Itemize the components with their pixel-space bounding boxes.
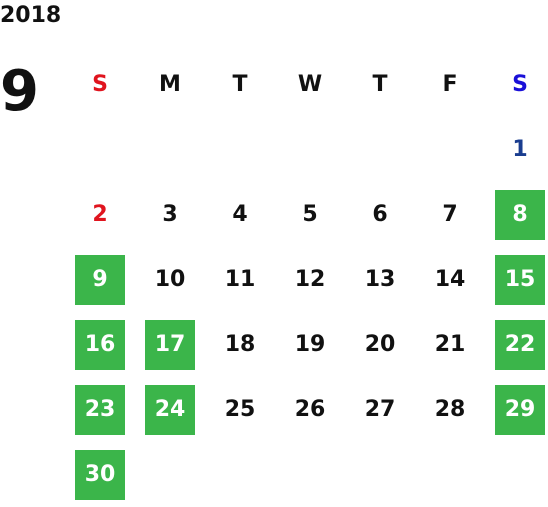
day-number: 8 <box>495 189 545 240</box>
weekday-saturday: S <box>512 72 528 97</box>
day-cell[interactable]: 19 <box>275 312 345 377</box>
day-number: 14 <box>434 267 466 292</box>
day-cell-empty <box>345 117 415 182</box>
calendar-grid: S M T W T F S 1 2 3 4 5 6 7 8 9 10 11 12… <box>65 52 548 507</box>
weekday-header: S M T W T F S <box>65 52 548 117</box>
day-cell[interactable]: 2 <box>65 182 135 247</box>
day-cell-highlighted[interactable]: 17 <box>135 312 205 377</box>
day-cell[interactable]: 6 <box>345 182 415 247</box>
day-cell-highlighted[interactable]: 30 <box>65 442 135 507</box>
day-number: 21 <box>434 332 466 357</box>
day-cell[interactable]: 7 <box>415 182 485 247</box>
day-number: 26 <box>294 397 326 422</box>
day-number: 15 <box>495 254 545 305</box>
day-cell[interactable]: 4 <box>205 182 275 247</box>
weekday-thursday: T <box>372 72 388 97</box>
day-cell-highlighted[interactable]: 29 <box>485 377 548 442</box>
day-cell[interactable]: 5 <box>275 182 345 247</box>
week-row: 30 <box>65 442 548 507</box>
day-number: 29 <box>495 384 545 435</box>
day-number: 1 <box>512 137 528 162</box>
day-number: 17 <box>145 319 195 370</box>
day-number: 10 <box>154 267 186 292</box>
day-cell[interactable]: 21 <box>415 312 485 377</box>
day-cell[interactable]: 13 <box>345 247 415 312</box>
day-cell-empty <box>415 442 485 507</box>
weekday-monday: M <box>159 72 181 97</box>
day-cell-highlighted[interactable]: 24 <box>135 377 205 442</box>
day-cell[interactable]: 28 <box>415 377 485 442</box>
week-row: 9 10 11 12 13 14 15 <box>65 247 548 312</box>
day-number: 20 <box>364 332 396 357</box>
day-number: 4 <box>232 202 248 227</box>
weekday-sunday: S <box>92 72 108 97</box>
day-number: 9 <box>75 254 125 305</box>
day-cell-empty <box>135 117 205 182</box>
day-number: 11 <box>224 267 256 292</box>
day-cell-highlighted[interactable]: 23 <box>65 377 135 442</box>
day-number: 23 <box>75 384 125 435</box>
weekday-tuesday: T <box>232 72 248 97</box>
day-cell[interactable]: 1 <box>485 117 548 182</box>
day-cell-highlighted[interactable]: 15 <box>485 247 548 312</box>
day-cell-highlighted[interactable]: 8 <box>485 182 548 247</box>
day-number: 18 <box>224 332 256 357</box>
day-cell-highlighted[interactable]: 16 <box>65 312 135 377</box>
day-cell-empty <box>275 117 345 182</box>
day-cell[interactable]: 11 <box>205 247 275 312</box>
day-number: 16 <box>75 319 125 370</box>
day-number: 3 <box>162 202 178 227</box>
day-cell[interactable]: 10 <box>135 247 205 312</box>
day-cell-empty <box>135 442 205 507</box>
day-cell[interactable]: 3 <box>135 182 205 247</box>
day-cell[interactable]: 27 <box>345 377 415 442</box>
weekday-wednesday: W <box>297 72 323 97</box>
day-cell[interactable]: 25 <box>205 377 275 442</box>
day-cell[interactable]: 14 <box>415 247 485 312</box>
day-cell[interactable]: 12 <box>275 247 345 312</box>
week-row: 16 17 18 19 20 21 22 <box>65 312 548 377</box>
day-number: 13 <box>364 267 396 292</box>
day-number: 30 <box>75 449 125 500</box>
year-label: 2018 <box>0 3 62 28</box>
day-number: 25 <box>224 397 256 422</box>
day-cell-empty <box>65 117 135 182</box>
day-number: 24 <box>145 384 195 435</box>
day-cell-empty <box>275 442 345 507</box>
day-number: 19 <box>294 332 326 357</box>
day-number: 6 <box>372 202 388 227</box>
day-cell-empty <box>205 117 275 182</box>
week-row: 2 3 4 5 6 7 8 <box>65 182 548 247</box>
day-number: 2 <box>92 202 108 227</box>
day-number: 22 <box>495 319 545 370</box>
week-row: 1 <box>65 117 548 182</box>
day-cell[interactable]: 26 <box>275 377 345 442</box>
month-label: 9 <box>0 59 39 124</box>
day-cell-empty <box>345 442 415 507</box>
week-row: 23 24 25 26 27 28 29 <box>65 377 548 442</box>
day-cell-empty <box>205 442 275 507</box>
day-number: 12 <box>294 267 326 292</box>
day-cell[interactable]: 20 <box>345 312 415 377</box>
day-number: 5 <box>302 202 318 227</box>
day-cell-empty <box>415 117 485 182</box>
day-cell[interactable]: 18 <box>205 312 275 377</box>
day-cell-highlighted[interactable]: 22 <box>485 312 548 377</box>
day-number: 7 <box>442 202 458 227</box>
weekday-friday: F <box>442 72 458 97</box>
day-cell-highlighted[interactable]: 9 <box>65 247 135 312</box>
day-number: 27 <box>364 397 396 422</box>
day-cell-empty <box>485 442 548 507</box>
day-number: 28 <box>434 397 466 422</box>
